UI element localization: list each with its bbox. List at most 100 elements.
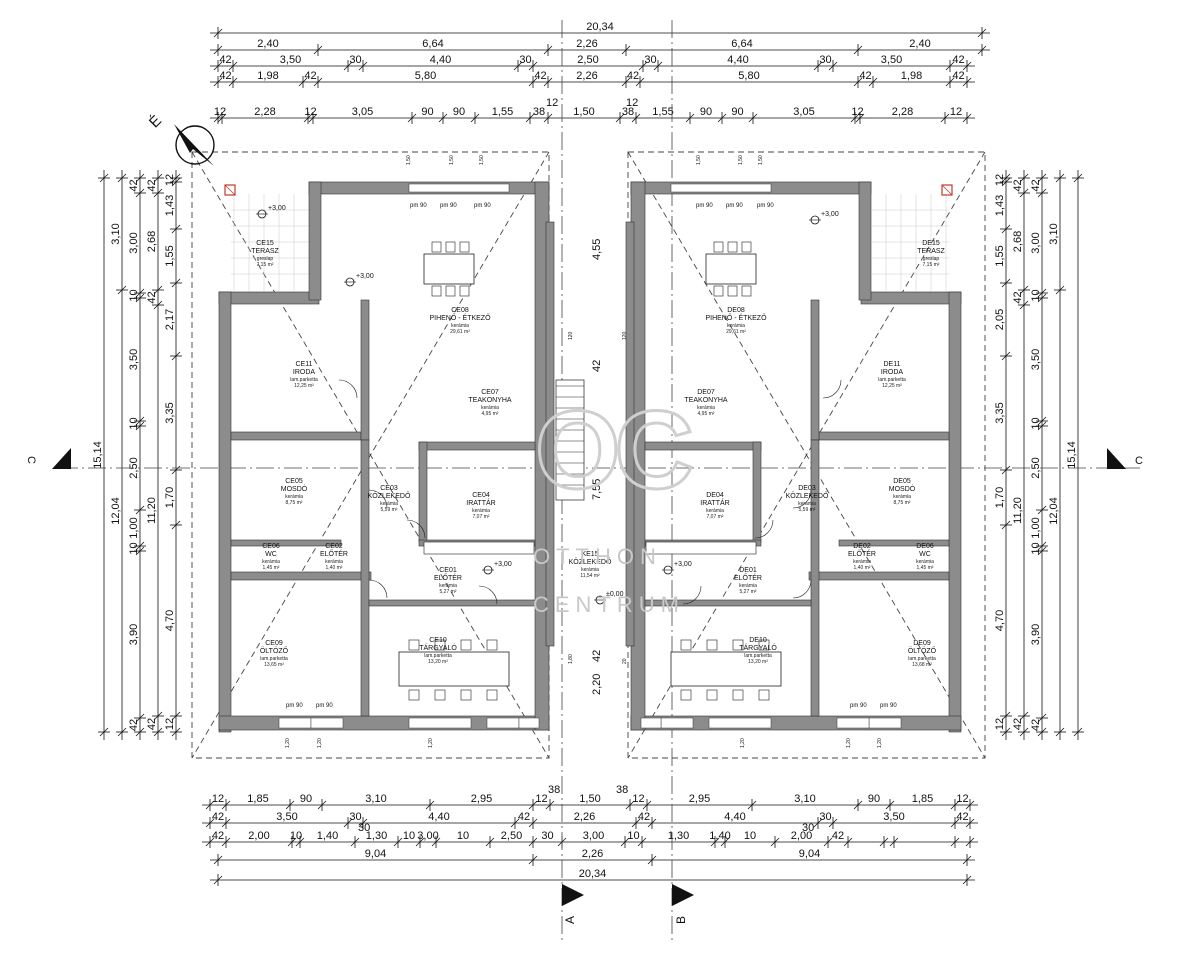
dimension-label: 1,55 — [652, 106, 673, 118]
wall-interior — [230, 431, 362, 441]
dimension-label: 1,40 — [709, 830, 730, 842]
room-area: 13,20 m² — [748, 659, 768, 665]
dimension-label: 10 — [1030, 542, 1042, 554]
dimension-label: 4,70 — [164, 610, 176, 631]
chair — [486, 639, 498, 651]
dimension-label: 90 — [300, 793, 312, 805]
dimension-label: 42 — [534, 70, 546, 82]
room-area: 1,40 m² — [326, 565, 343, 571]
room-name: KÖZLEKEDŐ — [368, 491, 411, 500]
room-area: 5,59 m² — [381, 507, 398, 513]
room-floor: lam.parketta — [424, 653, 452, 659]
dimension-label: 15,14 — [92, 441, 104, 469]
dimension-label: 3,35 — [994, 402, 1006, 423]
dimension-label-extra: 12 — [546, 97, 558, 109]
dimension-label: 1,00 — [128, 517, 140, 538]
dimension-label: 12 — [304, 106, 316, 118]
window-opening — [836, 717, 870, 729]
dimension-label: 12 — [950, 106, 962, 118]
dimension-label: 3,10 — [1048, 223, 1060, 244]
wall-interior — [818, 431, 950, 441]
chair — [706, 639, 718, 651]
dimension-label-center: 1,80 — [568, 654, 574, 664]
section-a-label: A — [563, 916, 577, 924]
dimension-label: 3,50 — [280, 54, 301, 66]
room-area: 13,68 m² — [912, 662, 932, 668]
wall-terrace-side — [308, 181, 322, 301]
opening-note: 1,50 — [738, 155, 744, 165]
dimension-label: 3,50 — [883, 811, 904, 823]
dimension-label: 1,50 — [573, 106, 594, 118]
dimension-label: 20,34 — [579, 868, 607, 880]
chair — [408, 639, 420, 651]
chair — [445, 241, 456, 253]
room-code: CE01 — [439, 567, 457, 574]
dimension-label: 42 — [212, 830, 224, 842]
chair — [727, 241, 738, 253]
opening-note: 1,50 — [758, 155, 764, 165]
room-code: DE02 — [853, 543, 871, 550]
dimension-label: 3,05 — [352, 106, 373, 118]
compass-circle — [175, 125, 215, 165]
dimension-label: 3,10 — [110, 223, 122, 244]
dimension-label: 38 — [622, 106, 634, 118]
room-floor: kerámia — [380, 501, 398, 507]
room-area: 1,40 m² — [854, 565, 871, 571]
opening-note: pm 90 — [880, 703, 897, 709]
opening-note: pm 90 — [850, 703, 867, 709]
dimension-label: 12 — [535, 793, 547, 805]
level-marker: +3,00 — [809, 211, 839, 225]
section-c-right-label: C — [1135, 455, 1143, 467]
room-floor: kerámia — [285, 494, 303, 500]
room-name: ELŐTÉR — [734, 573, 762, 582]
wall-interior — [418, 441, 536, 451]
room-floor: kerámia — [697, 405, 715, 411]
dimension-label: 30 — [819, 811, 831, 823]
chair — [408, 689, 420, 701]
dimension-label: 3,00 — [128, 232, 140, 253]
room-name: KÖZLEKEDŐ — [569, 557, 612, 566]
level-value: +3,00 — [356, 273, 374, 280]
room-floor: kerámia — [451, 323, 469, 329]
window-opening — [310, 717, 344, 729]
room-code: CE11 — [296, 361, 313, 368]
section-c-right-arrow-icon — [1107, 448, 1126, 469]
dimension-label: 2,28 — [892, 106, 913, 118]
chair — [741, 285, 752, 297]
level-marker: +3,00 — [344, 273, 374, 287]
door-swing — [368, 489, 388, 509]
chair — [732, 639, 744, 651]
room-area: 1,45 m² — [917, 565, 934, 571]
dimension-label: 3,00 — [583, 830, 604, 842]
dimension-label-center: 7,55 — [591, 479, 603, 500]
building-walls — [218, 181, 962, 733]
opening-note: 1,20 — [285, 738, 291, 748]
window-opening — [660, 717, 694, 729]
dimension-label: 3,90 — [1030, 624, 1042, 645]
wall-stair-core — [625, 221, 635, 647]
dimension-label: 42 — [212, 811, 224, 823]
room-code: DE04 — [706, 492, 724, 499]
room-floor: lam.parketta — [908, 656, 936, 662]
window-opening — [670, 183, 772, 193]
dimension-label: 2,95 — [471, 793, 492, 805]
wall-stair-core — [545, 221, 555, 647]
room-name: MOSDÓ — [889, 484, 916, 493]
dining-table — [705, 253, 757, 285]
roof-ridge — [627, 151, 986, 759]
room-code: DE01 — [739, 567, 757, 574]
wall-terrace-bottom — [218, 291, 320, 305]
window-opening — [278, 717, 312, 729]
dimension-label: 30 — [349, 54, 361, 66]
dimension-label: 12,04 — [110, 497, 122, 525]
